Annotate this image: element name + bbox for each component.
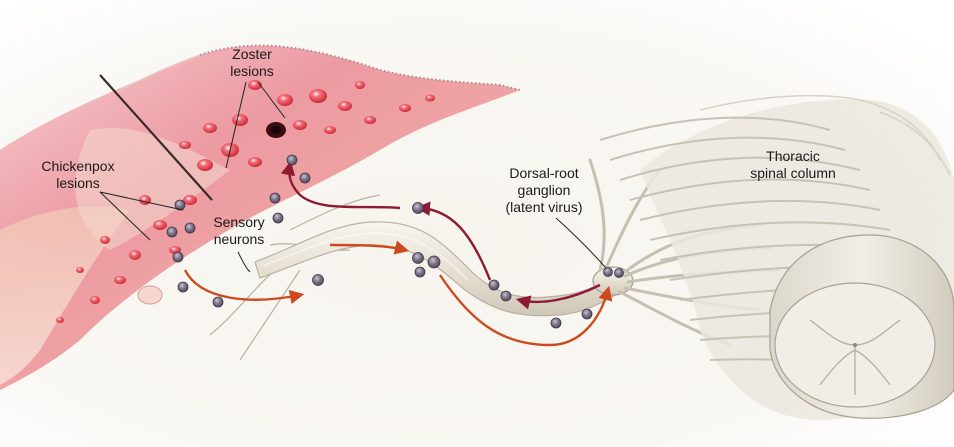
sensory-label-line2: neurons: [213, 231, 265, 247]
chickenpox-label-line2: lesions: [56, 175, 100, 191]
zoster-leader-2: [257, 81, 286, 119]
chickenpox-leader-1: [99, 191, 184, 211]
zoster-leader-1: [225, 81, 247, 169]
drg-label-line2: ganglion: [517, 182, 571, 198]
reactivation-arrow-1: [515, 283, 601, 310]
needle: [99, 74, 213, 201]
chickenpox-leader-2: [99, 191, 151, 241]
sensory-neurons-label: Sensory neurons: [199, 214, 279, 248]
sensory-leader: [237, 251, 251, 273]
dorsal-root-ganglion-label: Dorsal-root ganglion (latent virus): [484, 165, 604, 216]
chickenpox-label-line1: Chickenpox: [41, 158, 115, 174]
zoster-label-line1: Zoster: [232, 46, 272, 62]
drg-label-line3: (latent virus): [505, 199, 583, 215]
pathway-arrows: [183, 160, 613, 347]
primary-infection-arrow-2: [329, 240, 410, 255]
sensory-label-line1: Sensory: [213, 214, 265, 230]
zoster-lesions-label: Zoster lesions: [212, 46, 292, 80]
leader-lines: [99, 81, 607, 273]
virus-particles: [166, 154, 624, 329]
drg-leader: [555, 217, 607, 269]
drg-label-line1: Dorsal-root: [509, 165, 579, 181]
spine-label-line1: Thoracic: [766, 148, 820, 164]
thoracic-spinal-column-label: Thoracic spinal column: [728, 148, 858, 182]
spine-label-line2: spinal column: [750, 165, 836, 181]
skin-tissue: [0, 44, 521, 391]
primary-infection-arrow-3: [439, 274, 613, 347]
zoster-label-line2: lesions: [230, 63, 274, 79]
reactivation-arrow-3: [280, 160, 401, 210]
spinal-column: [599, 94, 954, 421]
reactivation-arrow-2: [415, 201, 492, 281]
primary-infection-arrow-1: [183, 269, 305, 305]
chickenpox-lesions-label: Chickenpox lesions: [28, 158, 128, 192]
